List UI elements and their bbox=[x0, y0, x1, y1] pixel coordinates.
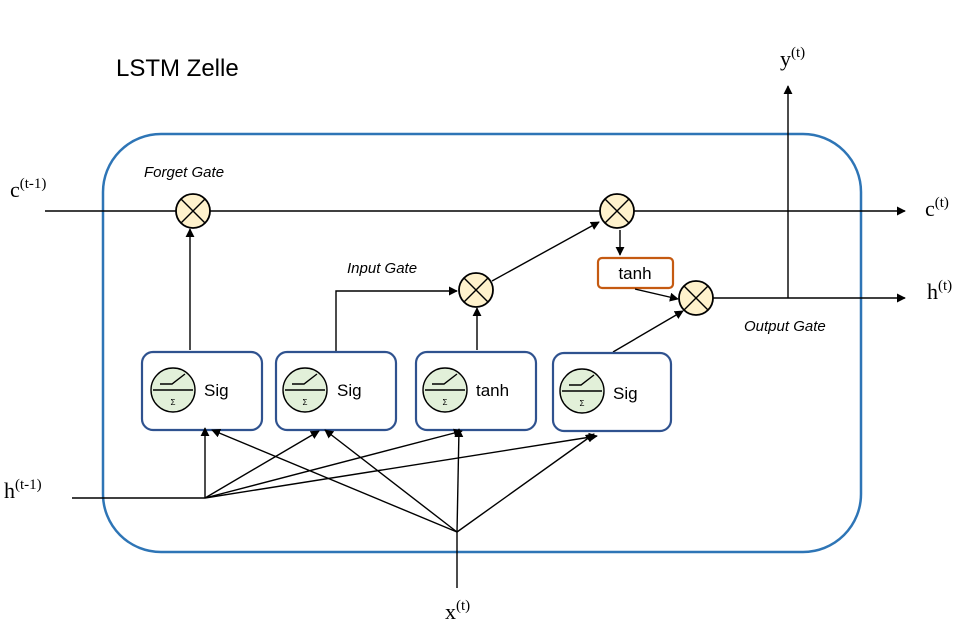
diagram-title: LSTM Zelle bbox=[116, 55, 239, 82]
c-next-label: c(t) bbox=[925, 195, 949, 221]
y-out-label: y(t) bbox=[780, 45, 805, 71]
lstm-cell-outline bbox=[101, 132, 863, 554]
var-base: h bbox=[927, 279, 938, 304]
unit-label: Sig bbox=[337, 381, 362, 400]
x-in-label: x(t) bbox=[445, 598, 470, 624]
var-base: y bbox=[780, 46, 791, 71]
var-sup: (t) bbox=[935, 195, 949, 211]
var-base: c bbox=[925, 196, 935, 221]
var-sup: (t) bbox=[791, 45, 805, 61]
input-multiply-node bbox=[458, 272, 494, 308]
var-sup: (t) bbox=[938, 278, 952, 294]
tanh-to-output-arrow bbox=[634, 288, 679, 302]
tanh-box-label: tanh bbox=[618, 264, 651, 283]
sigma-symbol: Σ bbox=[171, 398, 176, 407]
unit-label: Sig bbox=[613, 384, 638, 403]
var-sup: (t) bbox=[456, 598, 470, 614]
x-input-fan bbox=[211, 428, 595, 533]
unit-label: Sig bbox=[204, 381, 229, 400]
unit-label: tanh bbox=[476, 381, 509, 400]
cell-update-node bbox=[599, 193, 635, 229]
forget-unit: Σ Sig bbox=[140, 350, 264, 432]
h-prev-label: h(t-1) bbox=[4, 477, 42, 503]
input-gate-label: Input Gate bbox=[347, 260, 417, 277]
sigma-symbol: Σ bbox=[303, 398, 308, 407]
h-prev-fan bbox=[200, 427, 598, 499]
c-prev-label: c(t-1) bbox=[10, 176, 46, 202]
var-sup: (t-1) bbox=[20, 176, 47, 192]
h-next-label: h(t) bbox=[927, 278, 952, 304]
var-base: x bbox=[445, 599, 456, 624]
output-gate-arrow bbox=[612, 310, 684, 353]
output-multiply-node bbox=[678, 280, 714, 316]
output-unit: Σ Sig bbox=[551, 351, 673, 433]
input-gate-arrow bbox=[335, 286, 458, 352]
sigma-symbol: Σ bbox=[443, 398, 448, 407]
var-base: c bbox=[10, 177, 20, 202]
var-sup: (t-1) bbox=[15, 477, 42, 493]
forget-gate-label: Forget Gate bbox=[144, 164, 224, 181]
tanh-box bbox=[596, 256, 675, 290]
output-gate-label: Output Gate bbox=[744, 318, 826, 335]
candidate-unit: Σ tanh bbox=[414, 350, 538, 432]
input-unit: Σ Sig bbox=[274, 350, 398, 432]
sigma-symbol: Σ bbox=[580, 399, 585, 408]
input-to-add-arrow bbox=[491, 221, 600, 282]
forget-multiply-node bbox=[175, 193, 211, 229]
var-base: h bbox=[4, 478, 15, 503]
